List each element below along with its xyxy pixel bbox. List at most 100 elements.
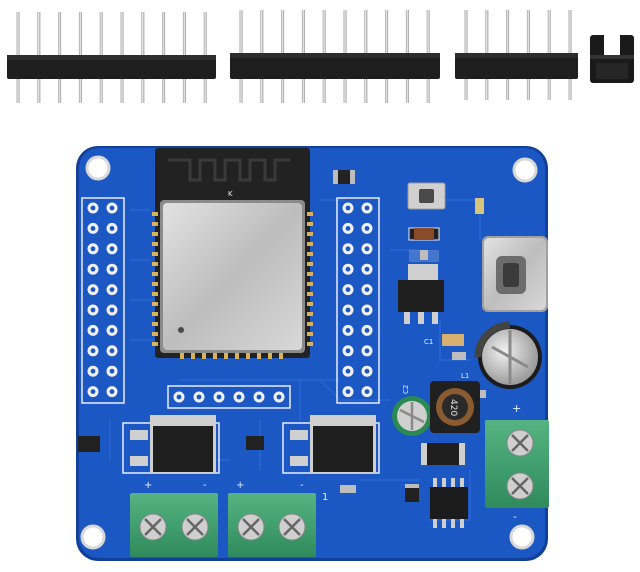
label-plus-mid: + <box>236 480 244 491</box>
via-hole <box>364 307 370 313</box>
via-hole <box>90 226 96 231</box>
via-hole <box>364 226 370 231</box>
module-pad <box>180 353 184 359</box>
module-pad <box>152 262 158 266</box>
jumper-cap <box>590 35 634 83</box>
module-pad <box>279 353 283 359</box>
terminal-middle <box>228 493 316 557</box>
label-c2: C2 <box>402 385 410 394</box>
via-hole <box>90 368 96 374</box>
module-pad <box>152 322 158 326</box>
via-hole <box>109 307 115 313</box>
module-pad <box>152 312 158 316</box>
via-hole <box>109 328 115 333</box>
via-hole <box>109 205 115 211</box>
via-hole <box>109 246 115 252</box>
via-hole <box>345 328 351 333</box>
label-l1: L1 <box>461 372 469 380</box>
via-hole <box>256 394 262 400</box>
module-pad <box>152 242 158 246</box>
module-pad <box>307 302 313 306</box>
module-pad <box>307 262 313 266</box>
terminal-right <box>485 420 549 508</box>
module-pad <box>268 353 272 359</box>
via-hole <box>109 368 115 374</box>
module-pad <box>307 292 313 296</box>
via-hole <box>364 205 370 211</box>
via-hole <box>109 348 115 354</box>
module-pad <box>307 342 313 346</box>
mosfet-left <box>122 415 220 474</box>
label-plus-left: + <box>144 480 152 491</box>
module-pad <box>307 332 313 336</box>
via-hole <box>90 348 96 354</box>
module-pad <box>152 282 158 286</box>
module-pad <box>307 212 313 216</box>
module-pad <box>152 222 158 226</box>
diode <box>421 443 465 465</box>
label-minus-left: - <box>203 480 207 491</box>
via-hole <box>345 266 351 272</box>
mosfet-right <box>282 415 380 474</box>
module-pad <box>307 272 313 276</box>
module-pad <box>152 302 158 306</box>
inductor-code: 420 <box>448 399 458 416</box>
via-hole <box>216 394 222 400</box>
module-pad <box>307 222 313 226</box>
via-hole <box>196 394 202 400</box>
module-pad <box>257 353 261 359</box>
via-hole <box>90 328 96 333</box>
label-minus-mid: - <box>300 480 304 491</box>
via-hole <box>364 368 370 374</box>
module-pad <box>307 312 313 316</box>
via-hole <box>364 389 370 394</box>
label-plus-right: + <box>512 402 521 415</box>
via-hole <box>364 246 370 252</box>
silkscreen-labels: C1 C2 L1 + - + - 1 + - <box>144 338 521 523</box>
via-hole <box>90 307 96 313</box>
via-hole <box>276 394 282 400</box>
via-hole <box>109 226 115 231</box>
via-hole <box>109 266 115 272</box>
module-pad <box>191 353 195 359</box>
voltage-regulator <box>398 264 444 324</box>
via-hole <box>90 287 96 292</box>
usb-c-connector <box>482 236 548 312</box>
module-pad <box>152 292 158 296</box>
reset-button <box>407 182 446 210</box>
via-hole <box>364 348 370 354</box>
module-pad <box>213 353 217 359</box>
left-header-holes <box>81 197 125 404</box>
via-hole <box>90 246 96 252</box>
via-hole <box>345 348 351 354</box>
module-pad <box>152 342 158 346</box>
smd-parts <box>78 170 486 502</box>
via-hole <box>364 266 370 272</box>
esp32-module: K <box>152 148 313 359</box>
inductor: 420 <box>430 381 480 433</box>
module-pad <box>307 322 313 326</box>
terminal-left <box>130 493 218 557</box>
via-hole <box>109 389 115 394</box>
via-hole <box>345 307 351 313</box>
module-pad <box>152 232 158 236</box>
ic-chip <box>430 478 468 528</box>
via-hole <box>176 394 182 400</box>
via-hole <box>109 287 115 292</box>
pin-header-6 <box>455 10 578 100</box>
label-c1: C1 <box>424 338 433 346</box>
via-hole <box>345 287 351 292</box>
module-k-label: K <box>228 190 233 198</box>
via-hole <box>364 328 370 333</box>
module-pad <box>152 212 158 216</box>
electrolytic-capacitor <box>474 321 542 389</box>
via-hole <box>345 368 351 374</box>
pin-header-10 <box>7 12 216 103</box>
module-pad <box>307 252 313 256</box>
module-pad <box>152 252 158 256</box>
module-pad <box>246 353 250 359</box>
module-pad <box>307 242 313 246</box>
module-pad <box>224 353 228 359</box>
module-pad <box>235 353 239 359</box>
